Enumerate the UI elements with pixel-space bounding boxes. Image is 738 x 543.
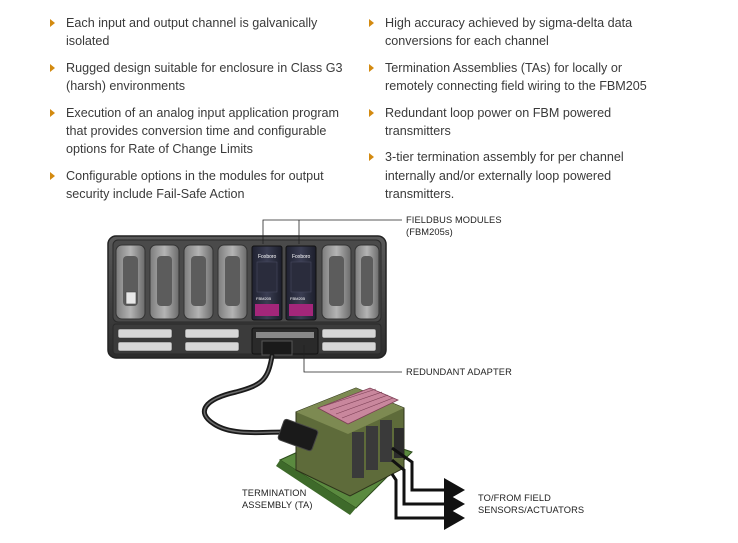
bullet-arrow-icon xyxy=(50,19,55,27)
bullet-arrow-icon xyxy=(369,19,374,27)
redundant-adapter xyxy=(251,327,319,356)
callout-leader-lines xyxy=(262,219,402,373)
empty-slot xyxy=(354,244,380,320)
right-feature-column: High accuracy achieved by sigma-delta da… xyxy=(367,14,667,212)
fbm205-module: Foxboro FBM205 xyxy=(285,245,317,321)
termination-assembly-callout: TERMINATION ASSEMBLY (TA) xyxy=(242,488,313,510)
left-feature-column: Each input and output channel is galvani… xyxy=(48,14,353,212)
empty-slot xyxy=(217,244,248,320)
list-item: Configurable options in the modules for … xyxy=(48,167,353,204)
module-model: FBM205 xyxy=(256,296,272,301)
empty-slot xyxy=(321,244,352,320)
slot-indicator-icon xyxy=(125,291,137,305)
list-item: Redundant loop power on FBM powered tran… xyxy=(367,104,667,141)
list-item: 3-tier termination assembly for per chan… xyxy=(367,148,667,203)
left-feature-list: Each input and output channel is galvani… xyxy=(48,14,353,204)
module-brand: Foxboro xyxy=(292,254,311,260)
empty-module-slots xyxy=(115,244,380,320)
right-feature-list: High accuracy achieved by sigma-delta da… xyxy=(367,14,667,204)
ta-connector xyxy=(277,418,319,452)
field-wiring xyxy=(390,446,465,530)
empty-slot xyxy=(183,244,214,320)
bullet-arrow-icon xyxy=(369,63,374,72)
bullet-arrow-icon xyxy=(50,63,55,72)
adapter-cable xyxy=(201,353,289,436)
bullet-arrow-icon xyxy=(369,108,374,117)
fieldbus-modules-callout: FIELDBUS MODULES (FBM205s) xyxy=(406,215,502,237)
bullet-arrow-icon xyxy=(50,171,55,180)
module-model: FBM205 xyxy=(290,296,306,301)
fbm205-module: Foxboro FBM205 xyxy=(251,245,283,321)
empty-slot xyxy=(115,244,146,320)
list-item: High accuracy achieved by sigma-delta da… xyxy=(367,14,667,51)
ta-terminal-blocks xyxy=(352,420,404,478)
list-item: Termination Assemblies (TAs) for locally… xyxy=(367,59,667,96)
baseplate-connectors xyxy=(117,328,377,352)
bullet-arrow-icon xyxy=(369,153,374,162)
bullet-arrow-icon xyxy=(50,108,55,117)
module-brand: Foxboro xyxy=(258,254,277,260)
list-item: Execution of an analog input application… xyxy=(48,104,353,159)
redundant-adapter-callout: REDUNDANT ADAPTER xyxy=(406,367,512,377)
empty-slot xyxy=(149,244,180,320)
list-item: Rugged design suitable for enclosure in … xyxy=(48,59,353,96)
termination-assembly xyxy=(276,387,413,515)
list-item: Each input and output channel is galvani… xyxy=(48,14,353,51)
field-sensors-callout: TO/FROM FIELD SENSORS/ACTUATORS xyxy=(478,493,585,515)
